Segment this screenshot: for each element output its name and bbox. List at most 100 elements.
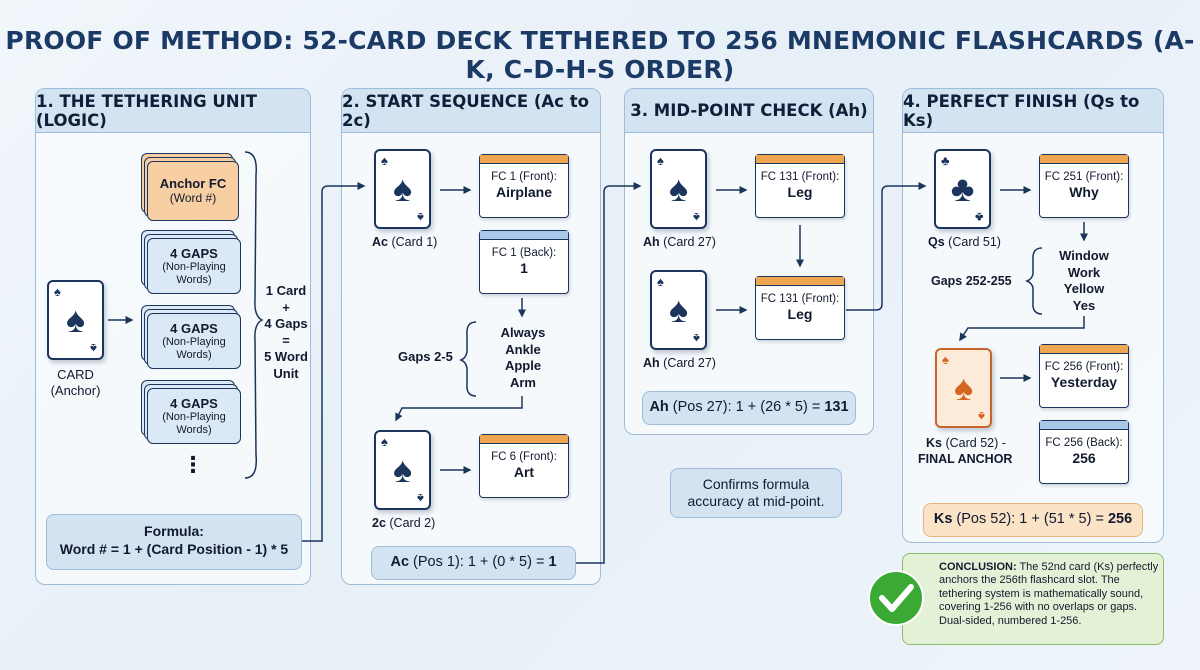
spade-icon: ♠ [381, 153, 388, 168]
unit-equation: 1 Card + 4 Gaps = 5 Word Unit [258, 283, 314, 382]
card-label: Ah (Card 27) [643, 235, 716, 249]
formula-box: Ks (Pos 52): 1 + (51 * 5) = 256 [923, 503, 1143, 537]
gap-card-sub: (Non-Playing [162, 411, 226, 423]
flashcard-label: FC 251 (Front): [1044, 171, 1124, 183]
gap-words: Always Ankle Apple Arm [488, 325, 558, 391]
connector-line [302, 182, 366, 542]
bracket [244, 151, 264, 479]
formula-result: 131 [824, 399, 849, 415]
flashcard-word: Art [513, 464, 535, 480]
connector-line [576, 182, 642, 564]
gap-card: 4 GAPS (Non-Playing Words) [147, 388, 241, 444]
anchor-flashcard-stack: Anchor FC (Word #) [141, 153, 241, 223]
conclusion-box: CONCLUSION: The 52nd card (Ks) perfectly… [902, 553, 1164, 645]
formula-box: Formula: Word # = 1 + (Card Position - 1… [46, 514, 302, 570]
panel-mid-point-check: 3. MID-POINT CHECK (Ah) [624, 88, 874, 435]
gap-word: Arm [509, 374, 536, 390]
formula-card: Ah [649, 399, 669, 415]
check-circle-icon [868, 570, 924, 626]
gap-word: Apple [504, 358, 542, 373]
formula-box: Ah (Pos 27): 1 + (26 * 5) = 131 [642, 391, 856, 425]
formula-text: Word # = 1 + (Card Position - 1) * 5 [59, 541, 289, 557]
flashcard-label: FC 1 (Front): [491, 171, 557, 183]
flashcard-bar [480, 435, 568, 444]
card-name: Ac [372, 235, 388, 249]
more-ellipsis: ⋮ [182, 452, 204, 477]
gap-card-sub: Words) [176, 349, 212, 361]
flashcard-label: FC 131 (Front): [760, 293, 840, 305]
gap-card-sub: Words) [176, 424, 212, 436]
arrow [395, 396, 523, 422]
spade-icon: ♠ [392, 168, 413, 209]
spade-icon: ♠ [657, 274, 664, 289]
spade-icon: ♠ [65, 299, 86, 340]
gap-card-title: 4 GAPS [170, 246, 218, 261]
gap-card: 4 GAPS (Non-Playing Words) [147, 313, 241, 369]
formula-expression: (Pos 52): 1 + (51 * 5) = [952, 511, 1108, 527]
panel-heading: 1. THE TETHERING UNIT (LOGIC) [36, 89, 310, 133]
card-name: 2c [372, 516, 386, 530]
bracket [458, 321, 477, 397]
panel-heading: 3. MID-POINT CHECK (Ah) [625, 89, 873, 133]
flashcard-word: 256 [1072, 450, 1096, 466]
flashcard-front: FC 251 (Front): Why [1039, 154, 1129, 218]
card-label: Ah (Card 27) [643, 356, 716, 370]
conclusion-label: CONCLUSION: [939, 561, 1017, 573]
formula-box: Ac (Pos 1): 1 + (0 * 5) = 1 [371, 546, 576, 580]
mid-point-note: Confirms formula accuracy at mid-point. [670, 468, 842, 518]
card-label: Ks (Card 52) - [926, 436, 1006, 450]
card-position: (Card 1) [391, 235, 438, 249]
spade-icon: ♠ [54, 284, 61, 299]
gaps-label: Gaps 2-5 [398, 349, 453, 364]
spade-icon: ♠ [942, 352, 949, 367]
flashcard-word: Yesterday [1050, 374, 1118, 390]
card-label-sub: (Anchor) [50, 383, 101, 398]
flashcard-word: Why [1069, 184, 1099, 200]
page-title: PROOF OF METHOD: 52-CARD DECK TETHERED T… [5, 26, 1195, 84]
flashcard-label: FC 6 (Front): [491, 451, 557, 463]
formula-result: 256 [1107, 511, 1133, 527]
card-name: Ah [643, 356, 660, 370]
spade-icon: ♠ [953, 367, 974, 408]
formula-expression: (Pos 1): 1 + (0 * 5) = [409, 554, 549, 570]
ace-of-clubs-card: ♠ ♠ ♠ [374, 149, 431, 229]
flashcard-front: FC 6 (Front): Art [479, 434, 569, 498]
club-icon: ♣ [941, 153, 950, 168]
flashcard-bar [1040, 155, 1128, 164]
flashcard-label: FC 256 (Front): [1044, 361, 1124, 373]
flashcard-label: FC 131 (Front): [760, 171, 840, 183]
flashcard-word: Leg [787, 184, 813, 200]
gap-card: 4 GAPS (Non-Playing Words) [147, 238, 241, 294]
anchor-flashcard-title: Anchor FC [159, 176, 227, 191]
gap-words: Window Work Yellow Yes [1048, 248, 1120, 314]
gap-card-sub: (Non-Playing [162, 261, 226, 273]
flashcard-back: FC 256 (Back): 256 [1039, 420, 1129, 484]
king-of-spades-card: ♠ ♠ ♠ [935, 348, 992, 428]
spade-icon: ♠ [668, 168, 689, 209]
formula-card: Ac [390, 554, 410, 570]
gap-word: Ankle [505, 341, 541, 357]
flashcard-front: FC 131 (Front): Leg [755, 276, 845, 340]
bracket [1024, 247, 1043, 315]
card-position: (Card 27) [663, 235, 716, 249]
flashcard-bar [480, 231, 568, 240]
flashcard-front: FC 131 (Front): Leg [755, 154, 845, 218]
gap-card-title: 4 GAPS [170, 321, 218, 336]
card-label: CARD [57, 367, 94, 382]
conclusion-body: The 52nd card (Ks) perfectly anchors the… [939, 561, 1159, 627]
flashcard-label: FC 256 (Back): [1045, 437, 1123, 449]
gap-word: Window [1059, 248, 1109, 263]
card-position: (Card 2) [389, 516, 436, 530]
flashcard-front: FC 256 (Front): Yesterday [1039, 344, 1129, 408]
spade-icon: ♠ [657, 153, 664, 168]
flashcard-label: FC 1 (Back): [491, 247, 557, 259]
gap-word: Yes [1072, 297, 1096, 313]
formula-result: 1 [548, 554, 557, 570]
gap-card-sub: (Non-Playing [162, 336, 226, 348]
conclusion-text: CONCLUSION: The 52nd card (Ks) perfectly… [939, 561, 1159, 628]
card-name: Ah [643, 235, 660, 249]
spade-icon: ♠ [392, 449, 413, 490]
card-position: (Card 51) [948, 235, 1001, 249]
anchor-flashcard-subtitle: (Word #) [169, 191, 217, 205]
flashcard-word: 1 [520, 260, 528, 276]
